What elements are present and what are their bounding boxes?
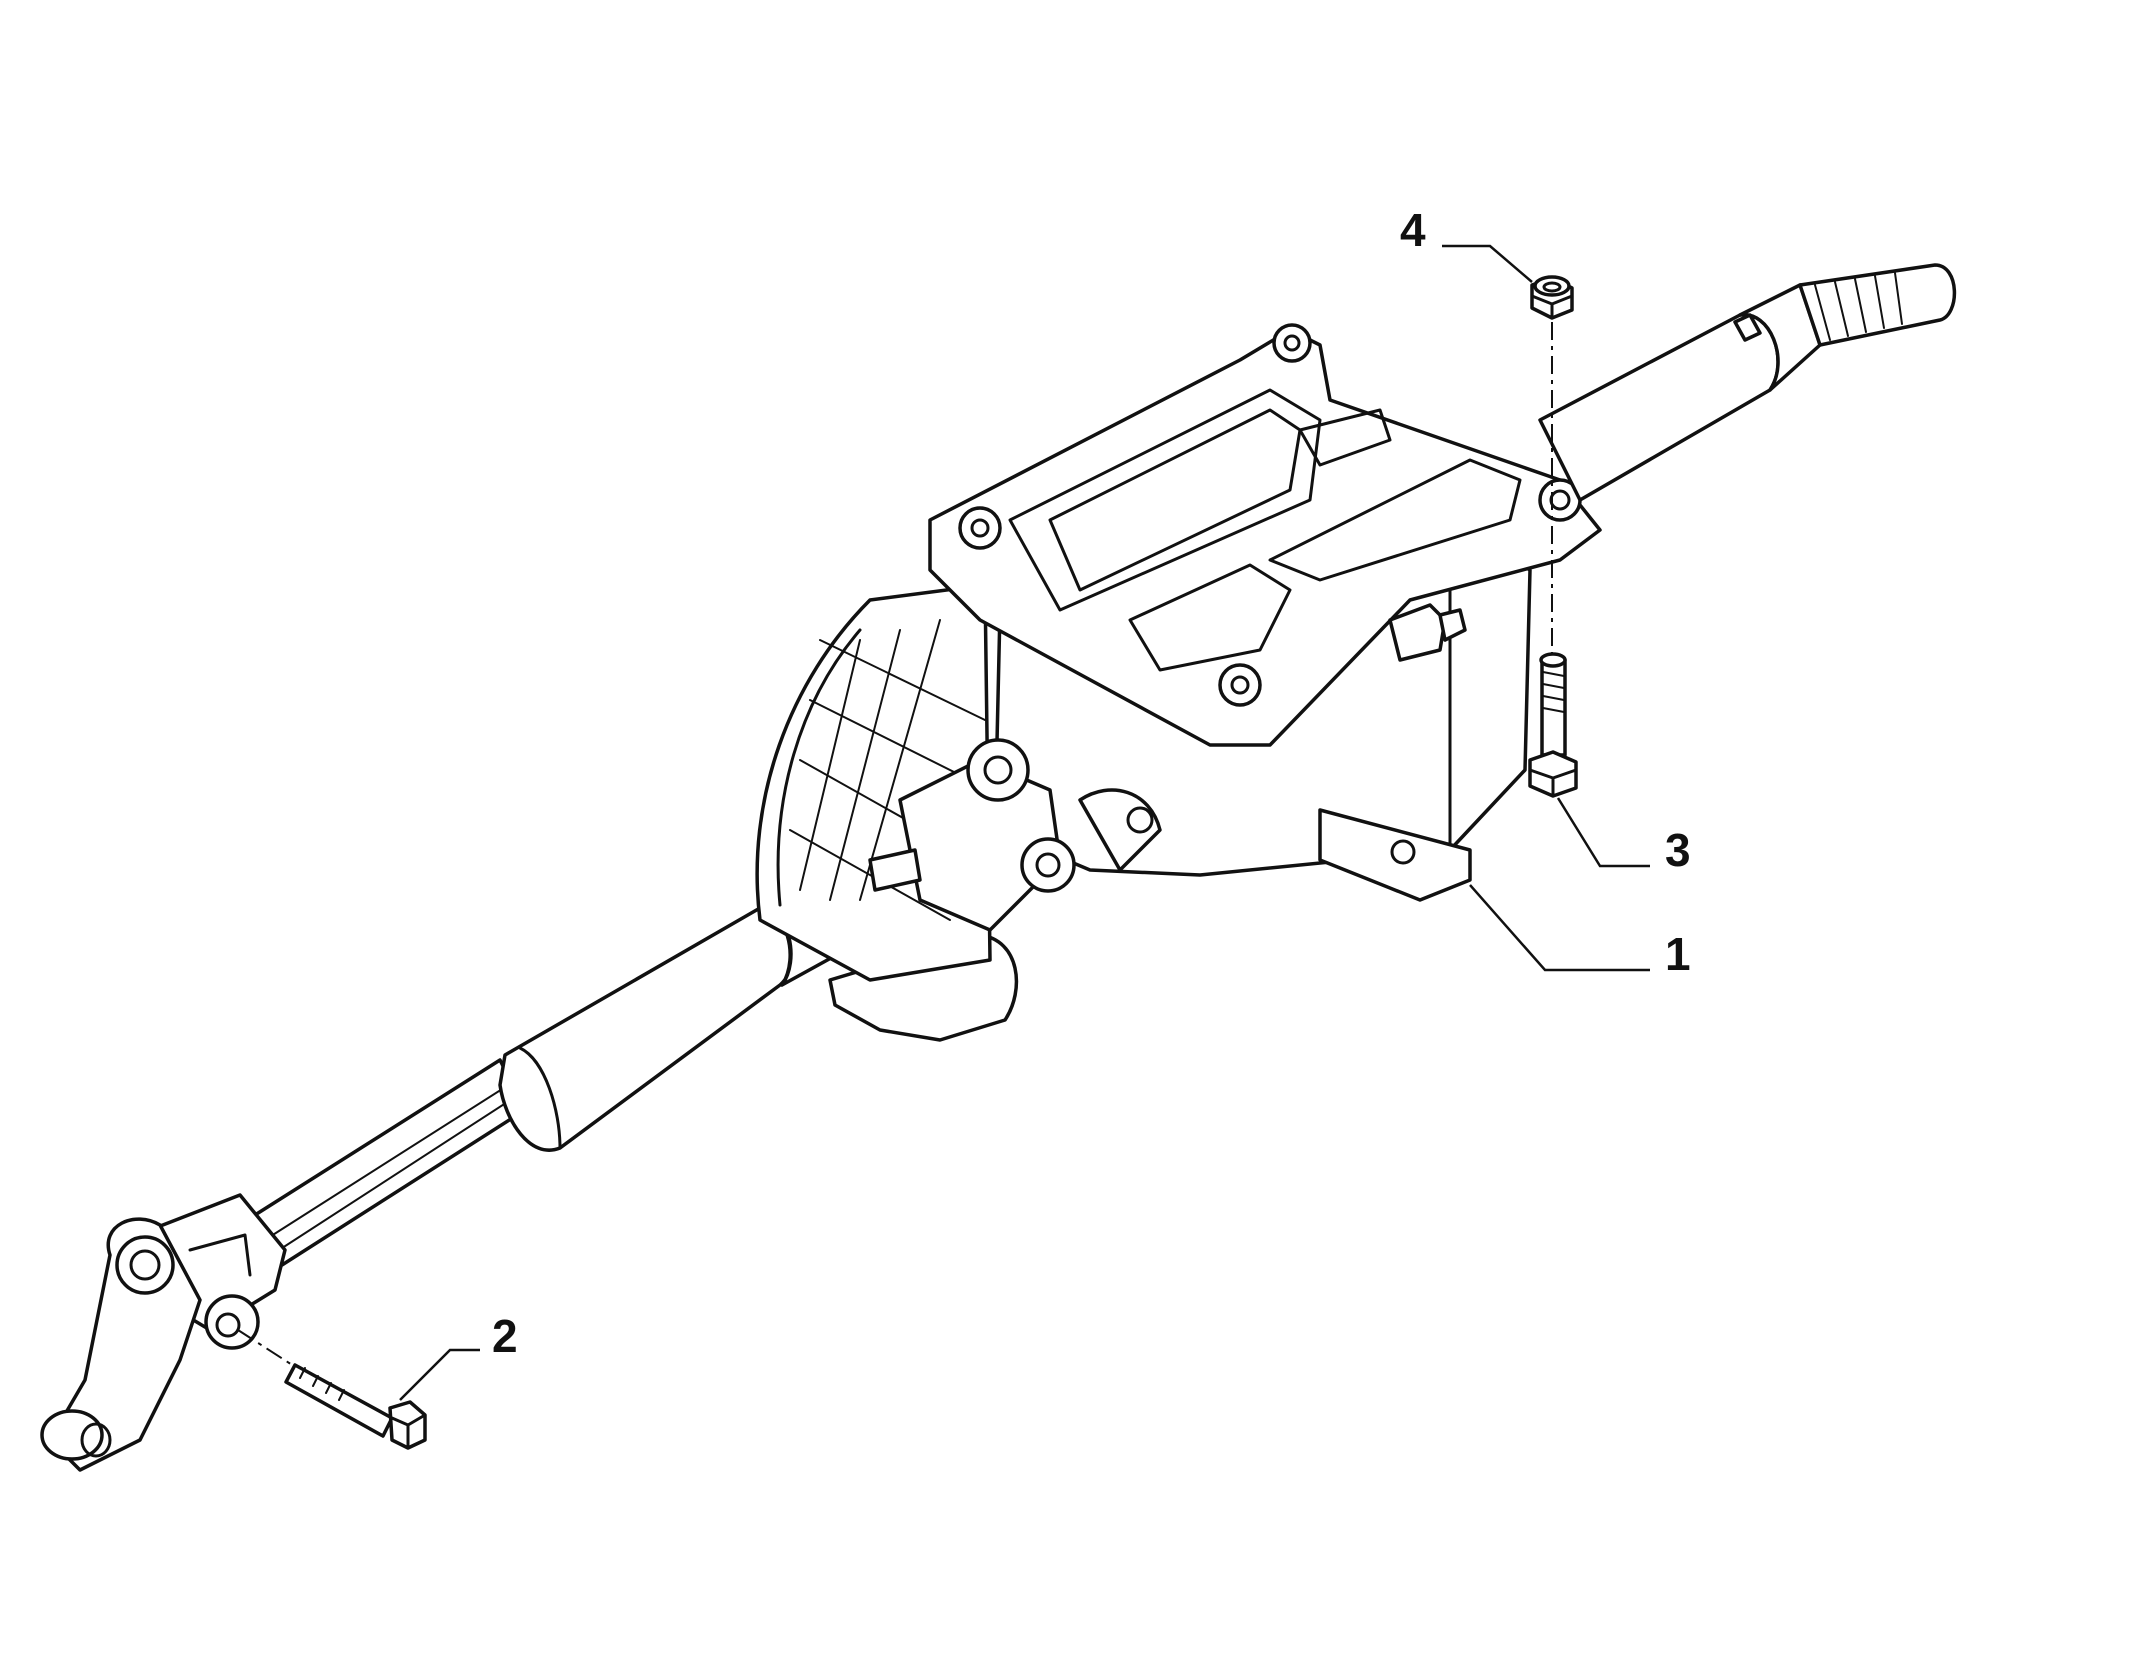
leader-line-1	[1469, 884, 1650, 972]
nut-part-4	[1530, 275, 1574, 320]
leader-lines	[399, 244, 1650, 1401]
leader-line-3	[1556, 797, 1650, 868]
callout-number-1: 1	[1665, 928, 1691, 980]
steering-column-housing	[755, 323, 1602, 1042]
upper-universal-joint	[868, 738, 1162, 932]
leader-line-4	[1442, 244, 1533, 283]
callout-number-3: 3	[1665, 824, 1691, 876]
callout-number-2: 2	[492, 1310, 518, 1362]
bolt-part-3	[1528, 652, 1578, 798]
upper-steering-shaft	[1538, 263, 1957, 502]
leader-line-2	[399, 1348, 480, 1401]
callout-number-4: 4	[1400, 204, 1426, 256]
lower-universal-joint	[40, 1193, 287, 1472]
bolt-part-2	[237, 1329, 427, 1450]
